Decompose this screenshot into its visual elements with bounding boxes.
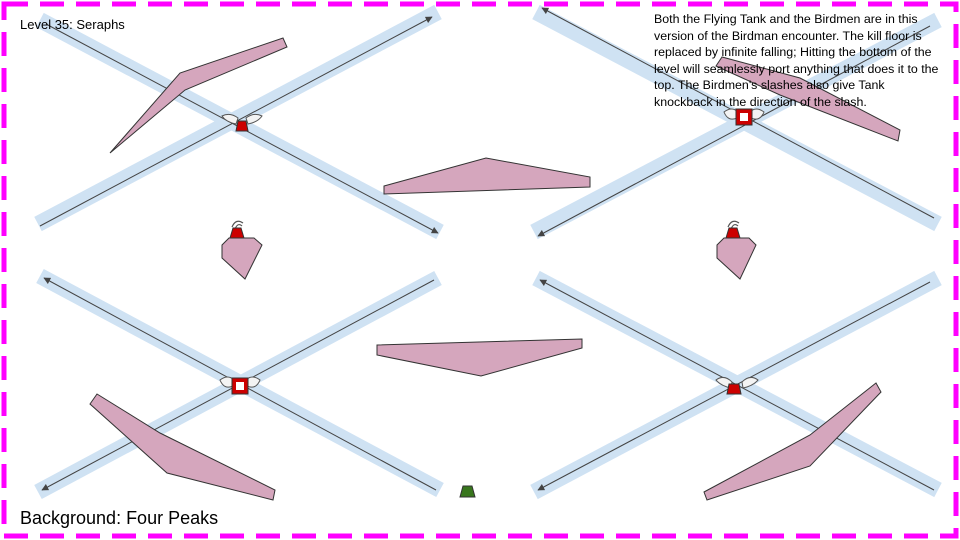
birdman-core (740, 113, 748, 121)
birdman-top-left (221, 113, 263, 132)
birdman-core (236, 382, 244, 390)
background-label: Background: Four Peaks (20, 508, 219, 528)
flying-tank-hull (716, 237, 757, 280)
flying-tank-hull (221, 237, 263, 280)
birdman-bottom-right (715, 376, 759, 395)
birdman-body (235, 120, 249, 132)
wing-icon (715, 376, 733, 389)
wing-icon (741, 376, 759, 389)
platform-top-center (383, 157, 591, 195)
birdman-body (726, 383, 742, 395)
platform-top-left (109, 37, 288, 154)
wing-icon (245, 113, 263, 125)
flying-tank-turret (725, 227, 741, 239)
antenna-icon (727, 220, 740, 228)
birdman-bottom-left (219, 376, 261, 395)
flying-tank-right (716, 220, 757, 280)
antenna-icon (231, 220, 244, 228)
player-tank (459, 485, 476, 498)
flying-tank-turret (229, 227, 245, 239)
wing-icon (221, 113, 239, 125)
platform-middle-center (376, 338, 583, 377)
platform-bottom-right (703, 382, 882, 501)
platform-bottom-left (89, 393, 276, 501)
platforms (89, 37, 901, 501)
level-description: Both the Flying Tank and the Birdmen are… (654, 12, 939, 109)
platform-top-right (715, 56, 901, 142)
birdman-top-right (723, 108, 765, 126)
flying-tank-left (221, 220, 263, 280)
slash-lane-tr-up (530, 12, 942, 240)
level-title: Level 35: Seraphs (20, 17, 125, 32)
slash-arrow-tr-up (537, 25, 931, 237)
